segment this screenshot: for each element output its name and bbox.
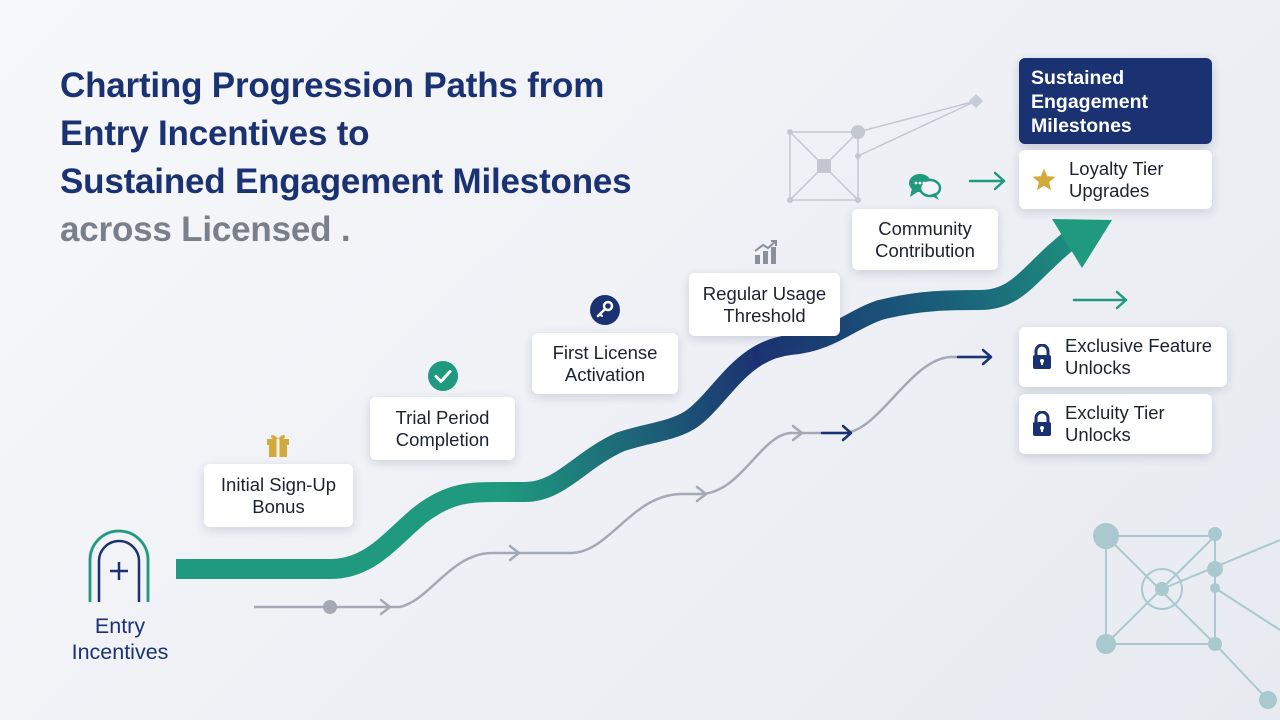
- step-label: Trial Period Completion: [395, 406, 490, 450]
- network-decoration-bottom: [1093, 523, 1280, 709]
- milestone-card-exclusivity-tier-unlocks: Excluity Tier Unlocks: [1019, 394, 1212, 454]
- lock-icon: [1033, 411, 1051, 436]
- step-label: Initial Sign-Up Bonus: [220, 473, 337, 517]
- step-card-trial-period-completion: Trial Period Completion: [370, 397, 515, 460]
- milestone-label: Excluity Tier Unlocks: [1065, 402, 1165, 445]
- main-progression-path: [176, 228, 1082, 579]
- milestone-label: Exclusive Feature Unlocks: [1065, 335, 1213, 378]
- secondary-progression-path: [254, 355, 990, 609]
- entry-incentives-label: Entry Incentives: [71, 614, 169, 664]
- milestone-card-exclusive-feature-unlocks: Exclusive Feature Unlocks: [1019, 327, 1227, 387]
- step-card-community-contribution: Community Contribution: [852, 209, 998, 270]
- check-circle-icon: [428, 361, 458, 391]
- step-label: Community Contribution: [875, 217, 975, 261]
- main-path-arrowhead: [1052, 219, 1112, 268]
- milestone-card-loyalty-tier-upgrades: Loyalty Tier Upgrades: [1019, 150, 1212, 209]
- network-decoration-top: [787, 93, 984, 203]
- chevron-icons: [379, 424, 804, 616]
- gift-icon: [267, 435, 289, 457]
- sustained-engagement-milestones-header: Sustained Engagement Milestones: [1019, 58, 1212, 144]
- step-label: Regular Usage Threshold: [702, 282, 827, 326]
- page-title: Charting Progression Paths from Entry In…: [60, 62, 632, 254]
- step-card-regular-usage-threshold: Regular Usage Threshold: [689, 273, 840, 336]
- milestone-label: Loyalty Tier Upgrades: [1069, 157, 1164, 201]
- step-label: First License Activation: [552, 341, 658, 385]
- step-card-initial-signup-bonus: Initial Sign-Up Bonus: [204, 464, 353, 527]
- secondary-path-start-dot: [323, 600, 337, 614]
- bar-chart-icon: [754, 240, 777, 264]
- title-line-1: Charting Progression Paths from: [60, 66, 605, 105]
- navy-arrows: [820, 348, 993, 442]
- lock-icon: [1033, 344, 1051, 369]
- title-line-4: across Licensed .: [60, 210, 351, 249]
- key-icon: [590, 295, 620, 325]
- title-line-3: Sustained Engagement Milestones: [60, 162, 632, 201]
- gate-plus-icon: [88, 529, 150, 602]
- title-line-2: Entry Incentives to: [60, 114, 370, 153]
- star-icon: [1032, 168, 1056, 190]
- teal-arrows: [968, 171, 1128, 310]
- chat-bubbles-icon: [909, 174, 942, 200]
- step-card-first-license-activation: First License Activation: [532, 333, 678, 394]
